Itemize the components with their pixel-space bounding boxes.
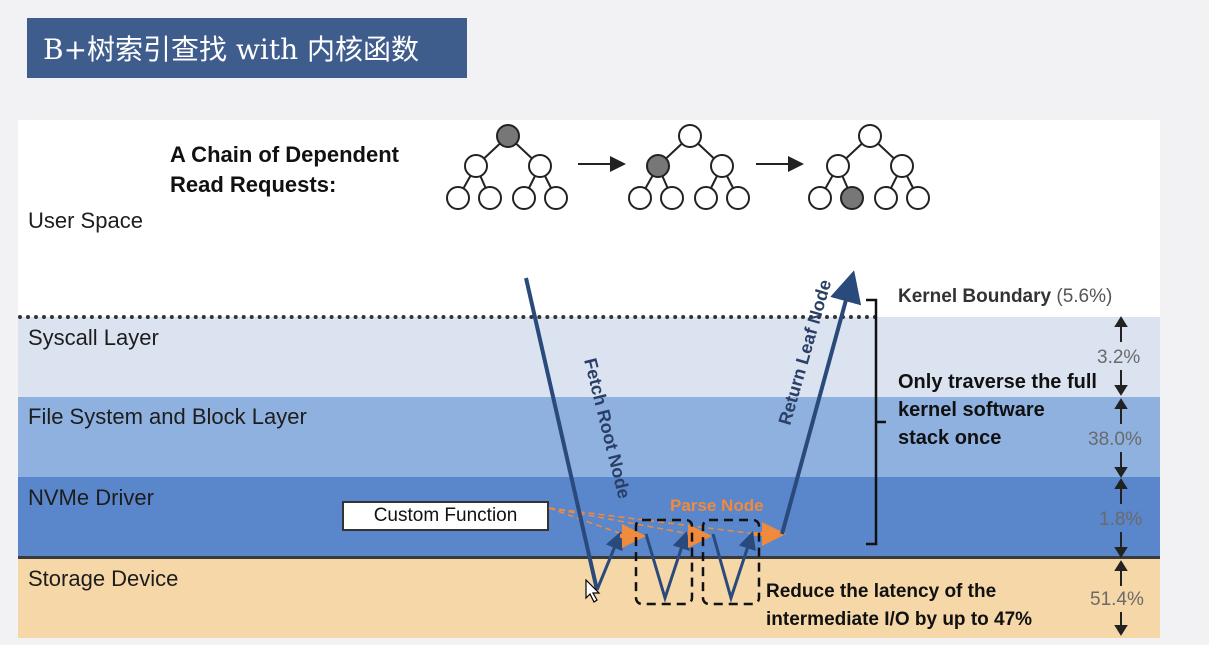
mouse-cursor-icon xyxy=(585,579,601,603)
diagram: User Space Syscall Layer File System and… xyxy=(18,120,1160,638)
syscall-band xyxy=(18,317,1160,397)
slide-title: B+树索引查找 with 内核函数 xyxy=(27,18,467,78)
kernel-bracket xyxy=(866,298,886,546)
custom-function-label: Custom Function xyxy=(373,505,518,526)
kernel-boundary-pct: (5.6%) xyxy=(1056,286,1113,307)
file-system-label: File System and Block Layer xyxy=(28,404,307,429)
return-leaf-label: Return Leaf Node xyxy=(775,277,836,427)
zigzag-up-1 xyxy=(595,531,623,591)
tree-1 xyxy=(446,124,568,210)
syscall-pct: 3.2% xyxy=(1097,347,1141,368)
zigzag-2 xyxy=(644,531,690,604)
diagram-graphics: Fetch Root Node Return Leaf Node xyxy=(446,124,1128,636)
percent-arrows xyxy=(1114,316,1128,636)
io-box-2 xyxy=(701,518,761,606)
parse-node-label: Parse Node xyxy=(670,496,764,515)
file-system-band xyxy=(18,397,1160,477)
return-leaf-arrow xyxy=(780,270,862,535)
kernel-boundary-text: Kernel Boundary xyxy=(898,286,1052,307)
user-space-label: User Space xyxy=(28,208,143,233)
kernel-boundary-label: Kernel Boundary (5.6%) xyxy=(898,286,1112,308)
storage-band xyxy=(18,559,1160,638)
fetch-root-arrow xyxy=(524,277,599,591)
io-box-1 xyxy=(634,518,694,606)
fetch-root-label: Fetch Root Node xyxy=(580,356,634,501)
storage-pct: 51.4% xyxy=(1090,589,1144,610)
syscall-label: Syscall Layer xyxy=(28,325,159,350)
storage-label: Storage Device xyxy=(28,566,179,591)
nvme-label: NVMe Driver xyxy=(28,485,154,510)
latency-note: Reduce the latency of the intermediate I… xyxy=(766,581,1033,630)
chain-text: A Chain of Dependent Read Requests: xyxy=(170,142,399,197)
custom-function-links xyxy=(548,507,757,535)
tree-3 xyxy=(808,124,930,210)
traverse-note: Only traverse the full kernel software s… xyxy=(898,371,1097,449)
custom-function-box: Custom Function xyxy=(342,501,549,531)
nvme-pct: 1.8% xyxy=(1099,509,1143,530)
nvme-band xyxy=(18,477,1160,559)
zigzag-3 xyxy=(711,531,756,604)
kernel-boundary-line xyxy=(18,315,878,319)
tree-2 xyxy=(628,124,750,210)
fs-pct: 38.0% xyxy=(1088,429,1142,450)
